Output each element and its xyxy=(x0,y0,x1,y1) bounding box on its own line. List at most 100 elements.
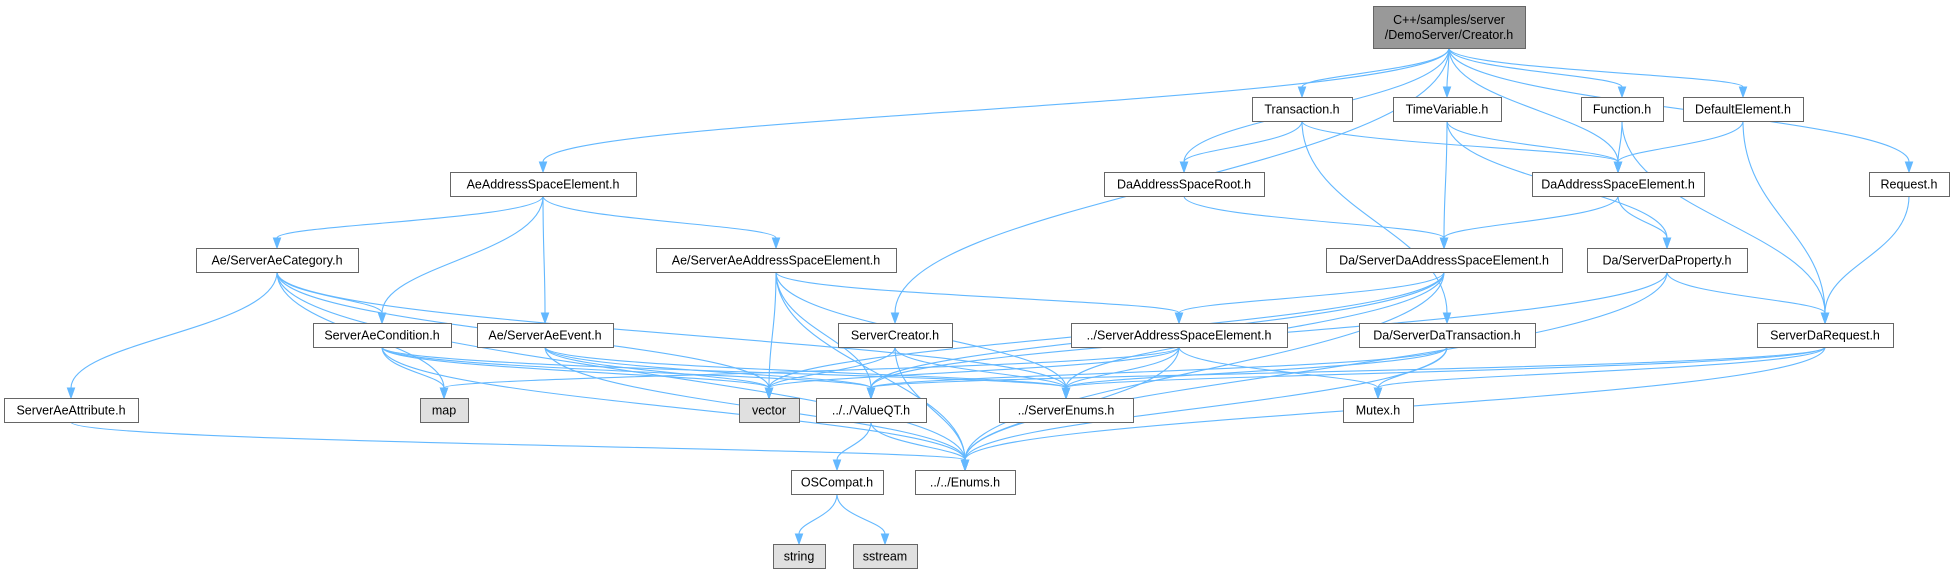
node-aecondition[interactable]: ServerAeCondition.h xyxy=(313,323,452,348)
node-label: sstream xyxy=(863,550,907,564)
edge-line xyxy=(798,493,838,535)
edge-aecategory-to-aeattribute xyxy=(66,271,278,400)
node-defaultelement[interactable]: DefaultElement.h xyxy=(1683,97,1804,122)
edge-defaultelement-to-daaddressspaceelement xyxy=(1613,120,1744,174)
node-label: map xyxy=(432,404,456,418)
node-box xyxy=(915,470,1016,495)
arrowhead xyxy=(890,312,900,325)
node-label: Request.h xyxy=(1881,178,1938,192)
edge-daproperty-to-darequest xyxy=(1666,271,1830,325)
edge-line xyxy=(775,271,1180,314)
node-box xyxy=(1581,97,1664,122)
node-label: DaAddressSpaceRoot.h xyxy=(1117,178,1251,192)
node-function[interactable]: Function.h xyxy=(1581,97,1664,122)
edge-aeaddressspaceelement-to-aeaddressspaceelement2 xyxy=(542,195,781,250)
arrowhead xyxy=(1297,86,1307,99)
edge-aeaddressspaceelement2-to-serveraddressspaceelement xyxy=(775,271,1184,325)
edge-aecondition-to-valueqt xyxy=(381,346,876,400)
edge-line xyxy=(870,346,1826,389)
node-datransaction[interactable]: Da/ServerDaTransaction.h xyxy=(1359,323,1536,348)
arrowhead xyxy=(1820,312,1830,325)
node-box xyxy=(1393,97,1502,122)
node-label: Transaction.h xyxy=(1264,103,1339,117)
node-label: vector xyxy=(752,404,786,418)
node-box xyxy=(838,323,953,348)
arrowhead xyxy=(794,533,804,546)
edge-oscompat-to-string xyxy=(794,493,838,546)
edge-aeaddressspaceelement-to-aecategory xyxy=(272,195,544,250)
edge-line xyxy=(1183,120,1303,163)
node-box xyxy=(313,323,452,348)
edge-line xyxy=(768,346,896,389)
node-mutex[interactable]: Mutex.h xyxy=(1343,398,1414,423)
node-label: ../ServerEnums.h xyxy=(1018,404,1115,418)
edge-defaultelement-to-darequest xyxy=(1742,120,1830,325)
edge-line xyxy=(1448,47,1744,88)
node-label: TimeVariable.h xyxy=(1406,103,1489,117)
edge-line xyxy=(276,271,966,461)
node-box xyxy=(816,398,927,423)
edge-line xyxy=(1065,346,1826,389)
node-request[interactable]: Request.h xyxy=(1869,172,1950,197)
node-enums[interactable]: ../../Enums.h xyxy=(915,470,1016,495)
node-label: AeAddressSpaceElement.h xyxy=(467,178,620,192)
node-aeevent[interactable]: Ae/ServerAeEvent.h xyxy=(477,323,614,348)
node-map: map xyxy=(420,398,469,423)
edge-line xyxy=(542,195,777,239)
arrowhead xyxy=(1904,161,1914,174)
node-sstream: sstream xyxy=(853,544,918,569)
edge-line xyxy=(1621,120,1826,314)
node-box xyxy=(773,544,826,569)
node-box xyxy=(1587,248,1748,273)
node-daaddressspaceelement[interactable]: DaAddressSpaceElement.h xyxy=(1532,172,1705,197)
node-oscompat[interactable]: OSCompat.h xyxy=(791,470,884,495)
node-label: ../ServerAddressSpaceElement.h xyxy=(1087,329,1272,343)
node-box xyxy=(1326,248,1563,273)
node-box xyxy=(739,398,800,423)
node-aeattribute[interactable]: ServerAeAttribute.h xyxy=(4,398,139,423)
node-transaction[interactable]: Transaction.h xyxy=(1252,97,1353,122)
node-daproperty[interactable]: Da/ServerDaProperty.h xyxy=(1587,248,1748,273)
edge-line xyxy=(276,271,383,314)
node-label: string xyxy=(784,550,815,564)
node-timevariable[interactable]: TimeVariable.h xyxy=(1393,97,1502,122)
node-label: Ae/ServerAeEvent.h xyxy=(488,329,601,343)
arrowhead xyxy=(1179,161,1189,174)
edge-daaddressspaceelement-to-daaddressspaceelement2 xyxy=(1439,195,1619,250)
node-daaddressspaceroot[interactable]: DaAddressSpaceRoot.h xyxy=(1104,172,1265,197)
edge-serveraddressspaceelement-to-vector xyxy=(764,346,1180,400)
arrowhead xyxy=(540,312,550,325)
edge-line xyxy=(775,271,872,389)
edges-layer xyxy=(66,47,1914,546)
node-serveraddressspaceelement[interactable]: ../ServerAddressSpaceElement.h xyxy=(1071,323,1288,348)
edge-line xyxy=(836,493,886,535)
edge-aeaddressspaceelement-to-aeevent xyxy=(540,195,550,325)
node-label: Ae/ServerAeCategory.h xyxy=(211,254,342,268)
node-box xyxy=(1359,323,1536,348)
arrowhead xyxy=(1439,237,1449,250)
node-aeaddressspaceelement2[interactable]: Ae/ServerAeAddressSpaceElement.h xyxy=(656,248,897,273)
node-serverenums[interactable]: ../ServerEnums.h xyxy=(999,398,1134,423)
edge-root-to-aeaddressspaceelement xyxy=(538,47,1450,174)
edge-line xyxy=(542,195,546,314)
node-valueqt[interactable]: ../../ValueQT.h xyxy=(816,398,927,423)
node-aeaddressspaceelement[interactable]: AeAddressSpaceElement.h xyxy=(450,172,637,197)
node-servercreator[interactable]: ServerCreator.h xyxy=(838,323,953,348)
edge-daaddressspaceroot-to-daaddressspaceelement2 xyxy=(1183,195,1449,250)
node-box xyxy=(420,398,469,423)
node-root[interactable]: C++/samples/server/DemoServer/Creator.h xyxy=(1373,6,1526,49)
node-daaddressspaceelement2[interactable]: Da/ServerDaAddressSpaceElement.h xyxy=(1326,248,1563,273)
edge-line xyxy=(276,271,1067,389)
node-aecategory[interactable]: Ae/ServerAeCategory.h xyxy=(196,248,359,273)
edge-line xyxy=(964,346,1448,461)
node-box xyxy=(1757,323,1894,348)
edge-line xyxy=(381,195,544,314)
node-label: ServerAeAttribute.h xyxy=(16,404,125,418)
arrowhead xyxy=(1061,387,1071,400)
edge-line xyxy=(1617,195,1668,239)
node-box xyxy=(1532,172,1705,197)
edge-line xyxy=(768,346,1180,389)
nodes-layer: C++/samples/server/DemoServer/Creator.hT… xyxy=(4,6,1950,569)
node-darequest[interactable]: ServerDaRequest.h xyxy=(1757,323,1894,348)
arrowhead xyxy=(66,387,76,400)
